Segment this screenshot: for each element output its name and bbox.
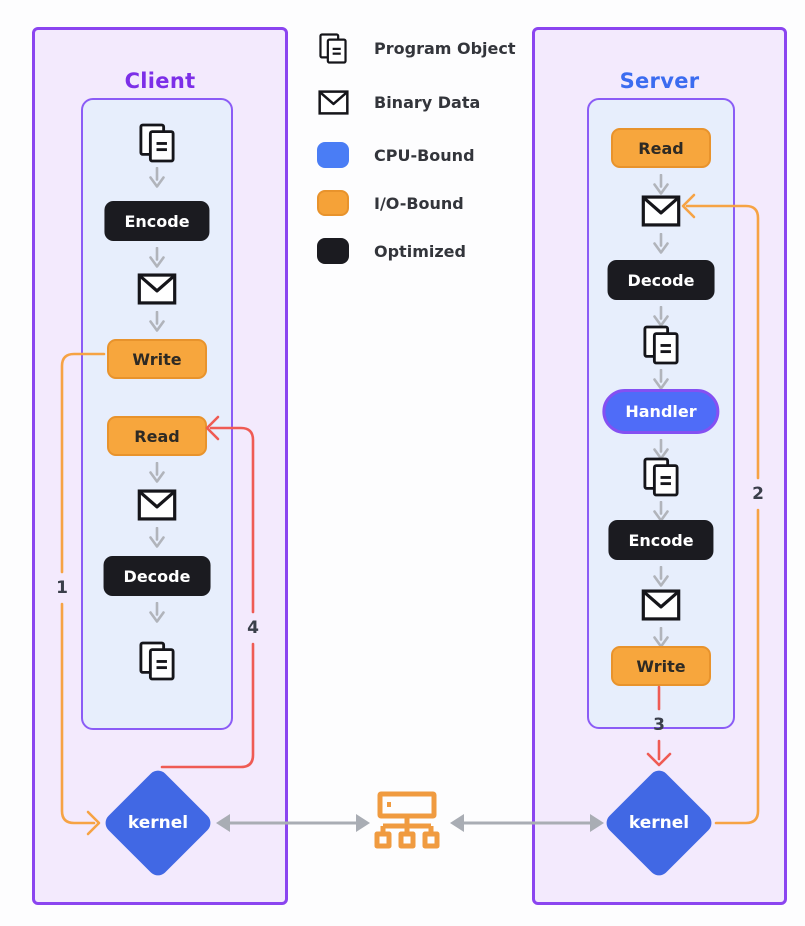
flow-arrow-icon — [147, 247, 167, 269]
legend-item: Binary Data — [316, 87, 480, 117]
server-kernel-node: kernel — [602, 766, 716, 880]
flow-arrow-icon — [651, 369, 671, 391]
client-step-encode: Encode — [104, 201, 210, 241]
flow-arrow-icon — [147, 462, 167, 484]
edge-label-2: 2 — [752, 484, 764, 504]
client-flow-box: Encode Write Read Decode — [81, 98, 233, 730]
flow-arrow-icon — [651, 233, 671, 255]
io-bound-swatch — [316, 190, 350, 216]
flow-arrow-icon — [147, 311, 167, 333]
legend-label: Binary Data — [374, 92, 481, 112]
legend-item: Program Object — [316, 33, 516, 63]
edge-label-4: 4 — [247, 618, 259, 638]
flow-arrow-icon — [147, 527, 167, 549]
network-icon — [374, 791, 440, 849]
program-object-icon — [643, 325, 679, 365]
program-object-icon — [316, 33, 350, 64]
client-title: Client — [124, 69, 196, 94]
legend-label: CPU-Bound — [374, 145, 475, 165]
legend-item: CPU-Bound — [316, 140, 475, 170]
legend-label: Optimized — [374, 241, 466, 261]
binary-data-icon — [316, 90, 350, 115]
server-step-decode: Decode — [607, 260, 715, 300]
server-step-write: Write — [611, 646, 711, 686]
flow-arrow-icon — [147, 167, 167, 189]
client-step-write: Write — [107, 339, 207, 379]
server-flow-box: Read Decode Handler Encode Write — [587, 98, 735, 729]
kernel-label: kernel — [628, 813, 690, 833]
program-object-icon — [139, 641, 175, 681]
edge-label-1: 1 — [56, 578, 68, 598]
kernel-label: kernel — [127, 813, 189, 833]
edge-label-3: 3 — [653, 715, 665, 735]
flow-arrow-icon — [651, 566, 671, 588]
legend-item: Optimized — [316, 236, 466, 266]
legend-label: I/O-Bound — [374, 193, 464, 213]
legend-label: Program Object — [374, 38, 516, 58]
server-led-dot — [387, 802, 391, 807]
binary-data-icon — [137, 489, 177, 521]
client-kernel-node: kernel — [101, 766, 215, 880]
server-step-handler: Handler — [602, 389, 720, 434]
program-object-icon — [139, 123, 175, 163]
legend-item: I/O-Bound — [316, 188, 464, 218]
binary-data-icon — [641, 195, 681, 227]
binary-data-icon — [641, 589, 681, 621]
cpu-bound-swatch — [316, 142, 350, 168]
client-step-decode: Decode — [103, 556, 211, 596]
client-step-read: Read — [107, 416, 207, 456]
optimized-swatch — [316, 238, 350, 264]
server-step-read: Read — [611, 128, 711, 168]
flow-arrow-icon — [651, 174, 671, 196]
program-object-icon — [643, 457, 679, 497]
server-title: Server — [619, 69, 700, 94]
binary-data-icon — [137, 273, 177, 305]
server-step-encode: Encode — [608, 520, 714, 560]
flow-arrow-icon — [147, 602, 167, 624]
